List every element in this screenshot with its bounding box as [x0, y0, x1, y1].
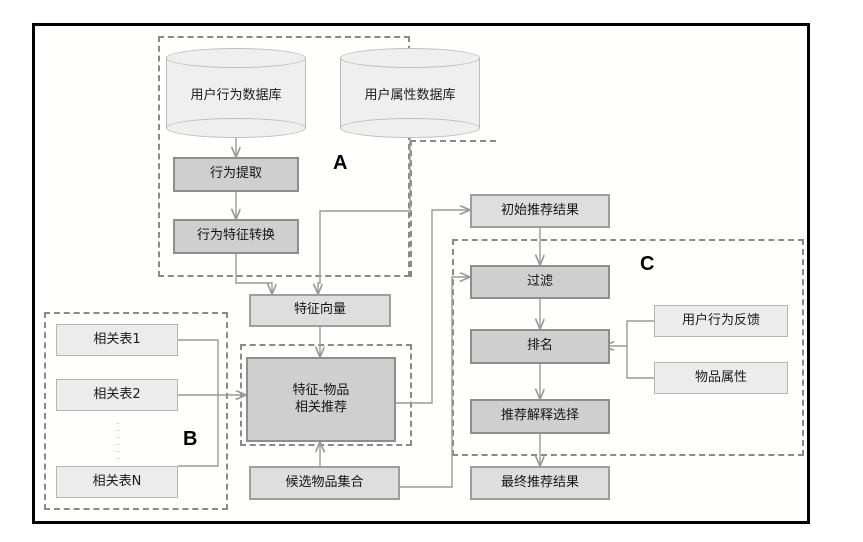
- feature-item-recommend-box: 特征-物品 相关推荐: [246, 357, 396, 442]
- behavior-feature-transform-box: 行为特征转换: [173, 219, 299, 254]
- user-attribute-db-label: 用户属性数据库: [364, 87, 456, 103]
- cylinder-top: [340, 48, 480, 68]
- final-recommend-result-box: 最终推荐结果: [470, 466, 610, 500]
- behavior-feature-transform-label: 行为特征转换: [196, 228, 275, 244]
- relation-table-n-box: 相关表N: [56, 466, 178, 498]
- cylinder-bottom: [166, 118, 306, 138]
- relation-table-2-label: 相关表2: [93, 386, 141, 402]
- group-label-c: C: [640, 253, 655, 275]
- user-behavior-feedback-label: 用户行为反馈: [681, 312, 760, 328]
- final-recommend-result-label: 最终推荐结果: [500, 474, 579, 490]
- feature-item-recommend-line2: 相关推荐: [294, 399, 347, 415]
- item-attribute-box: 物品属性: [654, 362, 788, 394]
- group-label-a: A: [333, 152, 348, 174]
- relation-table-n-label: 相关表N: [92, 473, 142, 489]
- relation-table-1-box: 相关表1: [56, 324, 178, 356]
- group-region-attribute-branch-top: [410, 140, 496, 142]
- item-attribute-label: 物品属性: [694, 369, 747, 385]
- group-region-attribute-branch: [410, 140, 412, 277]
- initial-recommend-result-box: 初始推荐结果: [470, 194, 610, 228]
- cylinder-body: [166, 58, 306, 128]
- cylinder-top: [166, 48, 306, 68]
- candidate-item-set-box: 候选物品集合: [249, 466, 400, 500]
- filter-label: 过滤: [526, 273, 553, 289]
- feature-item-recommend-line1: 特征-物品: [292, 383, 350, 399]
- user-attribute-db: 用户属性数据库: [340, 48, 480, 138]
- explanation-selection-label: 推荐解释选择: [500, 408, 579, 424]
- user-behavior-db-label: 用户行为数据库: [190, 87, 282, 103]
- feature-vector-label: 特征向量: [293, 302, 346, 318]
- cylinder-body: [340, 58, 480, 128]
- group-label-b: B: [183, 428, 198, 450]
- explanation-selection-box: 推荐解释选择: [470, 399, 610, 434]
- feature-vector-box: 特征向量: [249, 294, 391, 327]
- group-region-b: [44, 312, 228, 510]
- behavior-extraction-box: 行为提取: [173, 157, 299, 192]
- user-behavior-db: 用户行为数据库: [166, 48, 306, 138]
- cylinder-bottom: [340, 118, 480, 138]
- ranking-label: 排名: [526, 338, 553, 354]
- user-behavior-feedback-box: 用户行为反馈: [654, 305, 788, 337]
- relation-table-1-label: 相关表1: [93, 331, 141, 347]
- filter-box: 过滤: [470, 265, 610, 299]
- candidate-item-set-label: 候选物品集合: [285, 474, 364, 490]
- ellipsis-vertical-icon: [116, 420, 120, 462]
- ranking-box: 排名: [470, 329, 610, 364]
- behavior-extraction-label: 行为提取: [209, 166, 262, 182]
- initial-recommend-result-label: 初始推荐结果: [500, 202, 579, 218]
- relation-table-2-box: 相关表2: [56, 379, 178, 411]
